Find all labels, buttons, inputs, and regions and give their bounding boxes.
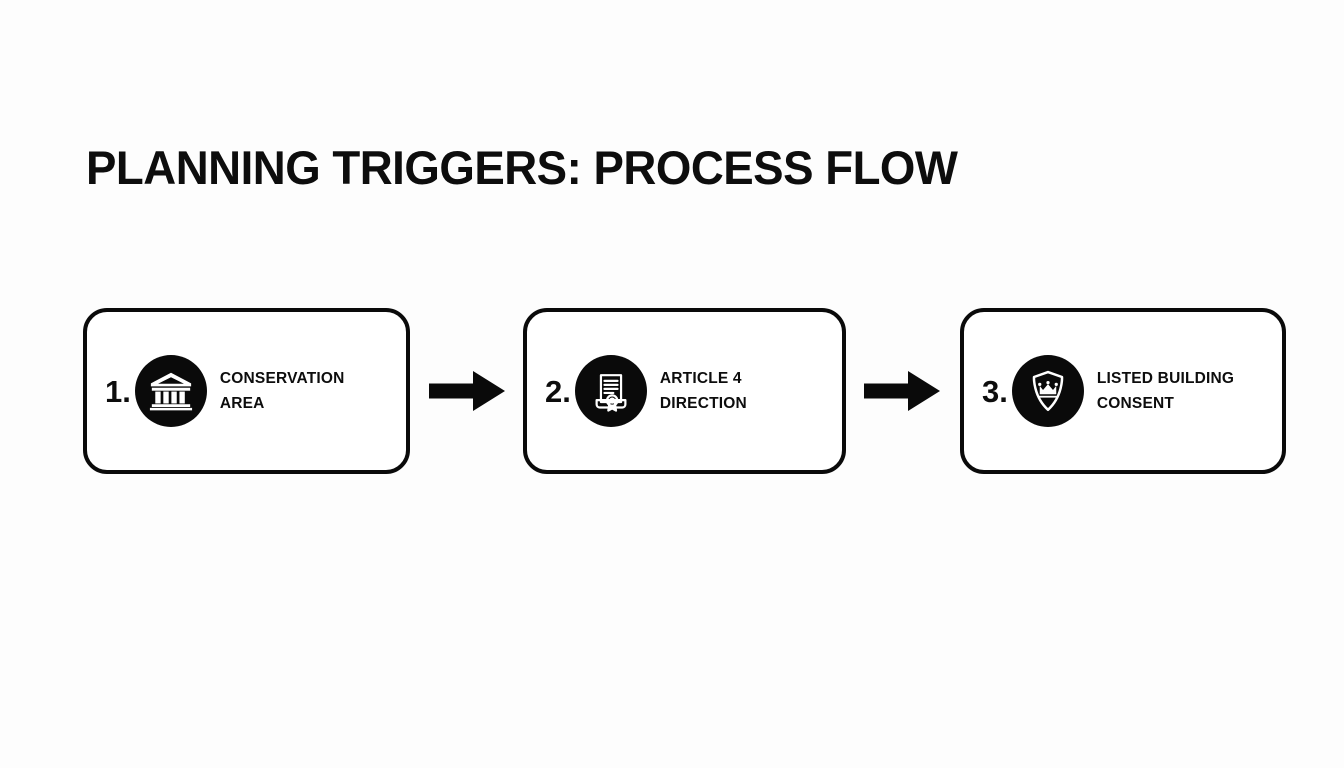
step-label-line-2: DIRECTION [659,395,747,412]
step-card-conservation-area[interactable]: 1. [83,308,410,474]
step-label: CONSERVATION AREA [220,366,406,416]
process-flow-row: 1. [0,308,1344,474]
step-label-line-2: CONSENT [1096,395,1175,412]
step-label-line-1: CONSERVATION [219,369,345,387]
bank-building-icon [134,355,207,427]
step-number: 3. [982,373,1008,409]
step-card-listed-building-consent[interactable]: 3. LISTED BUILDING CONS [960,308,1286,474]
step-label: LISTED BUILDING CONSENT [1097,366,1282,416]
certificate-seal-icon [574,355,647,427]
step-label: ARTICLE 4 DIRECTION [660,366,842,416]
step-label-line-1: ARTICLE 4 [659,369,742,387]
shield-crown-icon [1011,355,1084,427]
arrow-right-icon [429,370,505,412]
arrow-right-icon [864,370,940,412]
step-card-article-4-direction[interactable]: 2. [523,308,846,474]
step-label-line-1: LISTED BUILDING [1096,369,1235,387]
step-label-line-2: AREA [219,395,265,412]
page-title: PLANNING TRIGGERS: PROCESS FLOW [86,141,958,194]
step-number: 2. [545,373,571,409]
step-number: 1. [105,373,131,409]
